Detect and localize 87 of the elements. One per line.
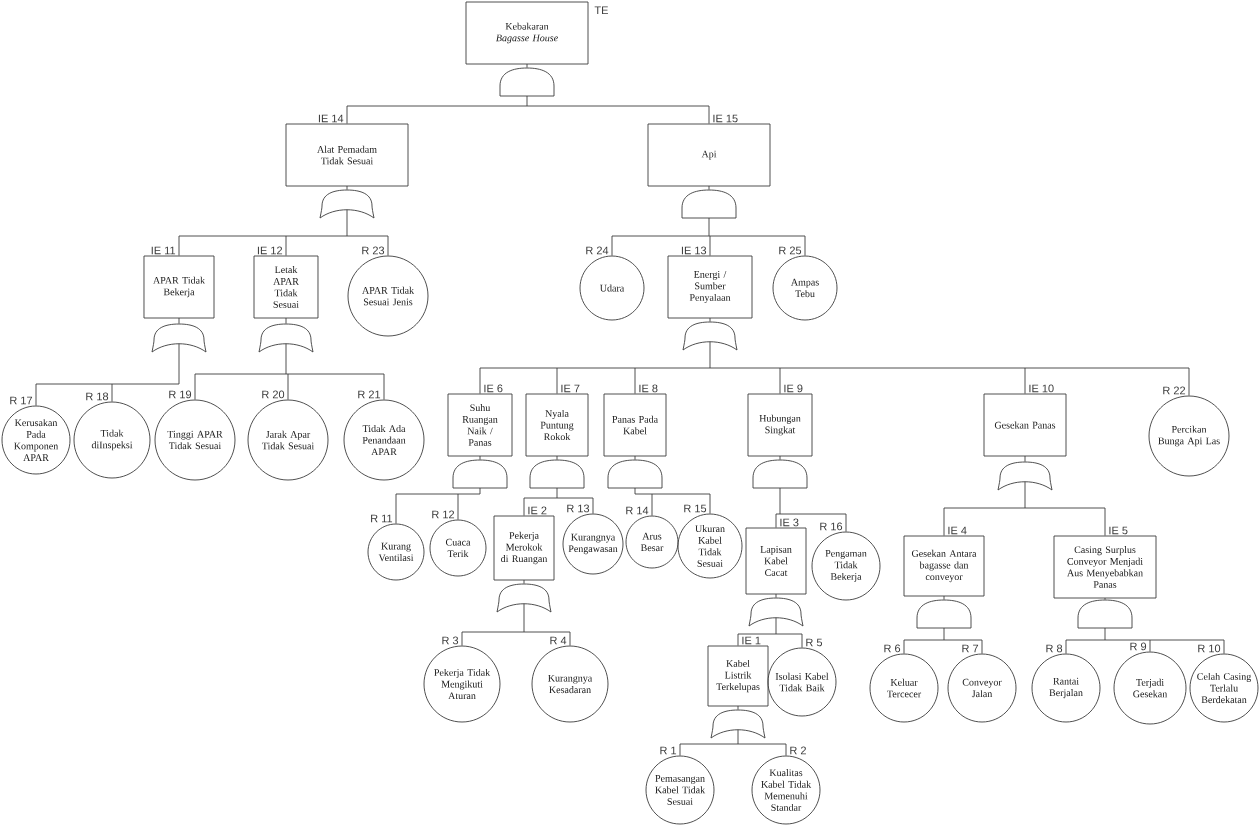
- connector-line: [1149, 639, 1151, 652]
- connector-line: [737, 633, 739, 646]
- connector-line: [178, 235, 180, 256]
- connector-line: [943, 507, 945, 536]
- connector-line: [634, 455, 636, 461]
- connector-line: [634, 367, 636, 394]
- connector-line: [592, 497, 594, 514]
- connector-line: [35, 343, 180, 385]
- connector-line: [285, 317, 287, 325]
- connector-line: [457, 493, 459, 520]
- connector-line: [526, 63, 528, 69]
- or-gate: [319, 189, 375, 219]
- connector-line: [943, 481, 1106, 509]
- and-gate: [681, 189, 737, 219]
- connector-line: [779, 455, 781, 461]
- connector-line: [801, 633, 803, 648]
- connector-line: [194, 343, 385, 375]
- connector-line: [679, 729, 787, 745]
- connector-line: [387, 235, 389, 256]
- connector-line: [709, 235, 711, 256]
- and-gate: [916, 599, 972, 629]
- connector-line: [346, 95, 710, 107]
- connector-line: [523, 579, 525, 585]
- connector-line: [611, 217, 806, 237]
- connector-line: [981, 639, 983, 654]
- connector-line: [708, 105, 710, 124]
- connector-line: [461, 603, 571, 633]
- connector-line: [346, 185, 348, 191]
- connector-line: [556, 367, 558, 394]
- connector-line: [679, 743, 681, 756]
- connector-line: [346, 105, 348, 124]
- connector-line: [737, 617, 803, 635]
- connector-line: [1104, 507, 1106, 536]
- connector-line: [1223, 639, 1225, 654]
- connector-line: [523, 497, 525, 516]
- connector-line: [35, 383, 37, 406]
- connector-line: [383, 373, 385, 400]
- connector-line: [569, 631, 571, 646]
- connector-line: [479, 455, 481, 461]
- connector-line: [804, 235, 806, 256]
- connector-line: [634, 487, 711, 495]
- connector-line: [775, 513, 777, 528]
- connector-line: [943, 595, 945, 601]
- and-gate: [607, 459, 663, 489]
- connector-line: [903, 639, 905, 654]
- or-gate: [710, 709, 766, 739]
- or-gate: [997, 461, 1053, 491]
- or-gate: [258, 323, 314, 353]
- connector-line: [651, 493, 653, 516]
- and-gate: [529, 459, 585, 489]
- connector-line: [1024, 367, 1026, 394]
- connector-line: [1065, 627, 1225, 641]
- connector-line: [611, 235, 613, 256]
- or-gate: [151, 323, 207, 353]
- connector-line: [287, 373, 289, 400]
- connector-line: [556, 455, 558, 461]
- connector-line: [845, 513, 847, 532]
- and-gate: [499, 67, 555, 97]
- connector-line: [1065, 639, 1067, 654]
- and-gate: [752, 459, 808, 489]
- or-gate: [682, 321, 738, 351]
- connector-line: [111, 383, 113, 402]
- connector-line: [903, 627, 983, 641]
- connector-line: [395, 487, 481, 495]
- and-gate: [1077, 599, 1133, 629]
- connector-line: [779, 367, 781, 394]
- connector-line: [737, 705, 739, 711]
- connector-line: [479, 341, 1190, 369]
- connector-line: [178, 209, 389, 237]
- connector-line: [461, 631, 463, 646]
- connector-line: [479, 367, 481, 394]
- connector-line: [785, 743, 787, 756]
- connector-line: [775, 593, 777, 599]
- or-gate: [496, 583, 552, 613]
- connector-line: [178, 317, 180, 325]
- connector-line: [395, 493, 397, 524]
- connector-line: [709, 493, 711, 514]
- or-gate: [748, 597, 804, 627]
- connector-line: [708, 185, 710, 191]
- connector-line: [709, 317, 711, 323]
- connector-line: [194, 373, 196, 400]
- and-gate: [452, 459, 508, 489]
- connector-line: [285, 235, 287, 256]
- connector-line: [1188, 367, 1190, 396]
- connector-line: [1024, 455, 1026, 463]
- connector-line: [523, 487, 594, 499]
- connector-line: [775, 487, 847, 515]
